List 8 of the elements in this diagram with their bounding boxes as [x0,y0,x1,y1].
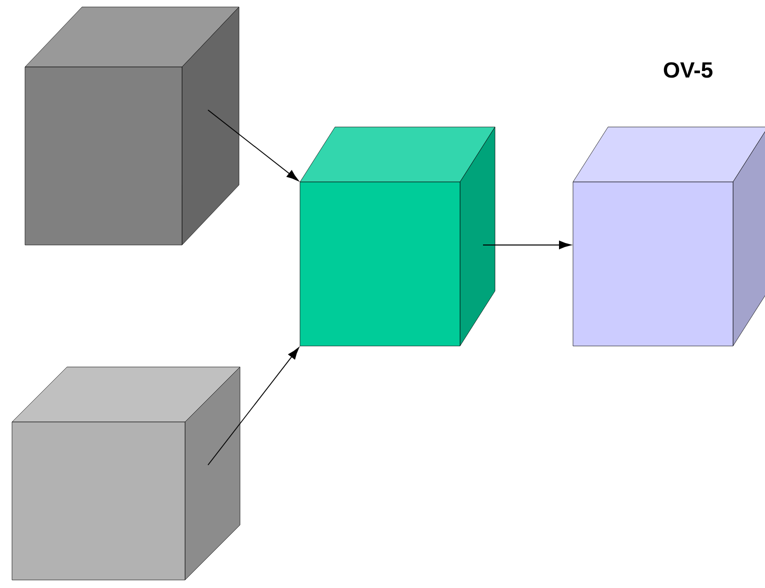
arrow [208,110,299,182]
arrow [482,240,572,250]
cube [12,366,240,580]
arrow [208,347,300,466]
cube [24,6,240,246]
cube [300,126,496,346]
view-label: OV-5 [664,62,712,78]
cube [572,126,765,346]
